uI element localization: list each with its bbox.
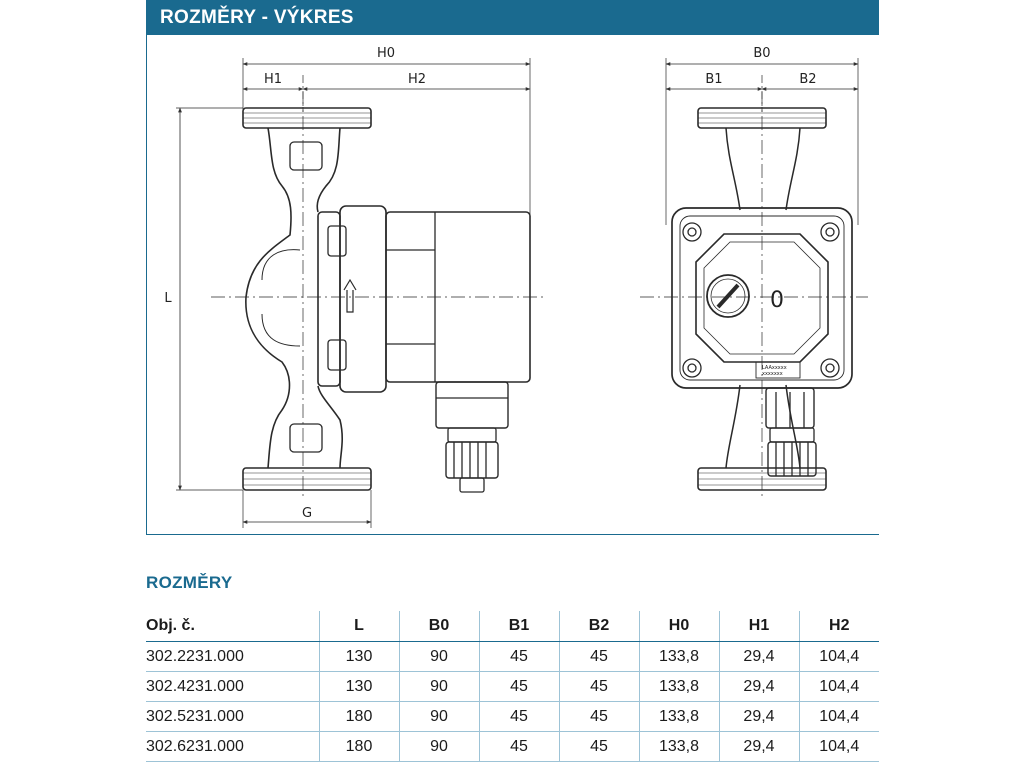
col-header-b2: B2 <box>558 611 639 642</box>
label-g: G <box>302 506 312 521</box>
cell-b2: 45 <box>558 641 639 672</box>
label-l: L <box>164 291 172 306</box>
cell-obj: 302.6231.000 <box>146 731 319 762</box>
cell-h2: 104,4 <box>798 731 879 762</box>
table-row: 302.4231.000 130 90 45 45 133,8 29,4 104… <box>146 671 879 702</box>
cell-l: 130 <box>318 641 399 672</box>
cell-b1: 45 <box>478 731 559 762</box>
cell-obj: 302.4231.000 <box>146 671 319 702</box>
cell-l: 180 <box>318 701 399 732</box>
col-header-l: L <box>318 611 399 642</box>
label-h1: H1 <box>264 72 282 87</box>
plate-text-1: LAAxxxxx <box>762 365 787 371</box>
col-header-h2: H2 <box>798 611 879 642</box>
cell-h0: 133,8 <box>638 641 719 672</box>
cell-b2: 45 <box>558 671 639 702</box>
cell-b2: 45 <box>558 731 639 762</box>
col-header-h1: H1 <box>718 611 799 642</box>
cell-b0: 90 <box>398 671 479 702</box>
cell-b2: 45 <box>558 701 639 732</box>
cell-obj: 302.5231.000 <box>146 701 319 732</box>
side-view <box>176 58 545 528</box>
cell-b0: 90 <box>398 731 479 762</box>
plate-text-2: xxxxxxx <box>762 371 783 377</box>
cell-b1: 45 <box>478 641 559 672</box>
cell-h1: 29,4 <box>718 671 799 702</box>
cell-h2: 104,4 <box>798 641 879 672</box>
cell-b1: 45 <box>478 701 559 732</box>
header-bar: ROZMĚRY - VÝKRES <box>146 0 879 35</box>
cell-h0: 133,8 <box>638 671 719 702</box>
technical-drawing: H0 H1 H2 L G <box>164 46 868 528</box>
cell-h0: 133,8 <box>638 701 719 732</box>
label-h2: H2 <box>408 72 426 87</box>
cell-h2: 104,4 <box>798 671 879 702</box>
cell-h1: 29,4 <box>718 701 799 732</box>
cell-b0: 90 <box>398 641 479 672</box>
table-row: 302.6231.000 180 90 45 45 133,8 29,4 104… <box>146 731 879 762</box>
cell-h1: 29,4 <box>718 641 799 672</box>
col-header-b1: B1 <box>478 611 559 642</box>
cell-b0: 90 <box>398 701 479 732</box>
cell-obj: 302.2231.000 <box>146 641 319 672</box>
section-title: ROZMĚRY <box>146 573 233 592</box>
col-header-obj: Obj. č. <box>146 611 319 642</box>
cell-h2: 104,4 <box>798 701 879 732</box>
cell-h0: 133,8 <box>638 731 719 762</box>
table-row: 302.5231.000 180 90 45 45 133,8 29,4 104… <box>146 701 879 732</box>
cell-l: 180 <box>318 731 399 762</box>
dimensions-table: Obj. č. L B0 B1 B2 H0 H1 H2 302.2231.000… <box>146 611 879 762</box>
cell-b1: 45 <box>478 671 559 702</box>
label-h0: H0 <box>377 46 395 61</box>
col-header-b0: B0 <box>398 611 479 642</box>
label-b0: B0 <box>753 46 770 61</box>
col-header-h0: H0 <box>638 611 719 642</box>
table-row: 302.2231.000 130 90 45 45 133,8 29,4 104… <box>146 641 879 672</box>
table-header-row: Obj. č. L B0 B1 B2 H0 H1 H2 <box>146 611 879 642</box>
drawing-frame <box>146 35 879 535</box>
speed-setting-label: 0 <box>770 288 784 313</box>
label-b2: B2 <box>799 72 816 87</box>
label-b1: B1 <box>705 72 722 87</box>
cell-h1: 29,4 <box>718 731 799 762</box>
front-view <box>640 58 868 500</box>
header-title: ROZMĚRY - VÝKRES <box>160 7 354 28</box>
cell-l: 130 <box>318 671 399 702</box>
